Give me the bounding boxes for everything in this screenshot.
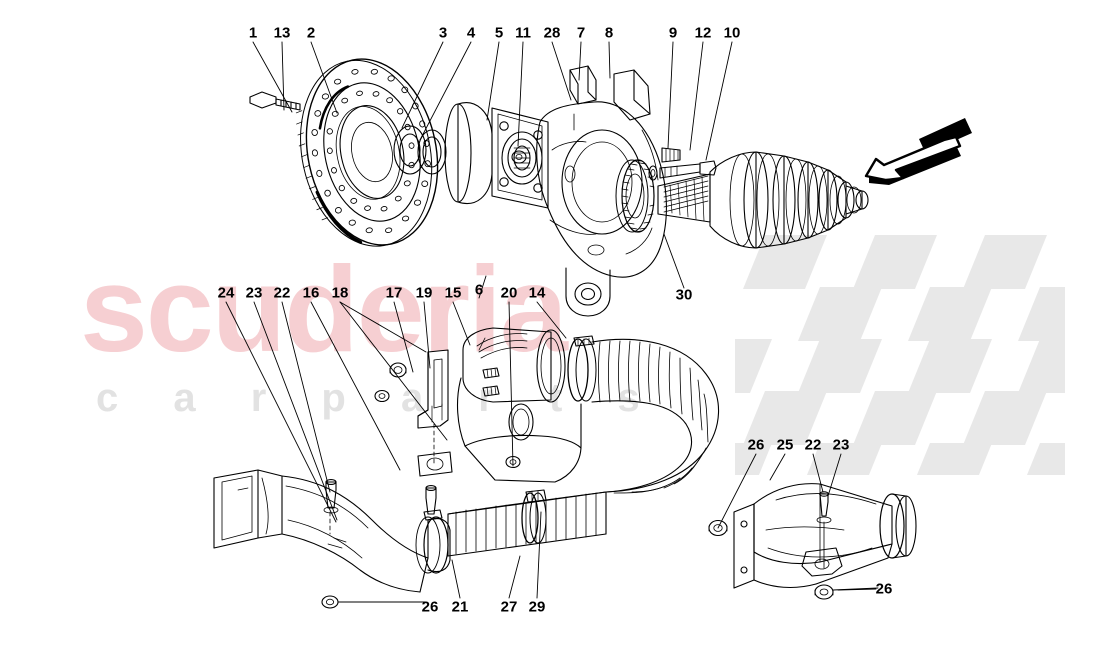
- callout-number-1: 1: [248, 24, 258, 42]
- callout-number-15: 15: [444, 284, 462, 302]
- callout-number-6: 6: [474, 281, 484, 299]
- callout-number-22: 22: [804, 436, 822, 454]
- callout-number-23: 23: [832, 436, 850, 454]
- callout-number-27: 27: [500, 598, 518, 616]
- callout-number-22: 22: [273, 284, 291, 302]
- callout-number-21: 21: [451, 598, 469, 616]
- direction-arrow-shape: [864, 118, 972, 185]
- callout-number-14: 14: [528, 284, 546, 302]
- callout-number-13: 13: [273, 24, 291, 42]
- callout-number-16: 16: [302, 284, 320, 302]
- callout-number-3: 3: [438, 24, 448, 42]
- callout-number-18: 18: [331, 284, 349, 302]
- callout-number-30: 30: [675, 286, 693, 304]
- callout-number-17: 17: [385, 284, 403, 302]
- callout-number-28: 28: [543, 24, 561, 42]
- callout-number-8: 8: [604, 24, 614, 42]
- callout-number-26: 26: [875, 580, 893, 598]
- callout-number-29: 29: [528, 598, 546, 616]
- callout-number-23: 23: [245, 284, 263, 302]
- callout-number-25: 25: [776, 436, 794, 454]
- callout-number-4: 4: [466, 24, 476, 42]
- callout-number-24: 24: [217, 284, 235, 302]
- callout-number-26: 26: [421, 598, 439, 616]
- callout-number-12: 12: [694, 24, 712, 42]
- callout-number-2: 2: [306, 24, 316, 42]
- callout-number-7: 7: [576, 24, 586, 42]
- callout-number-26: 26: [747, 436, 765, 454]
- callout-number-19: 19: [415, 284, 433, 302]
- callout-number-10: 10: [723, 24, 741, 42]
- callout-number-5: 5: [494, 24, 504, 42]
- callout-number-20: 20: [500, 284, 518, 302]
- callout-number-9: 9: [668, 24, 678, 42]
- callout-number-11: 11: [515, 24, 531, 42]
